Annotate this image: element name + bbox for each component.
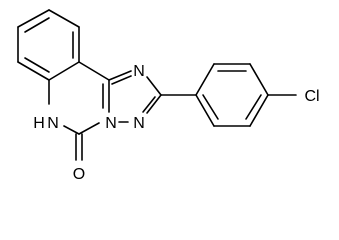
bond (195, 94, 215, 127)
atom-label-n: N (133, 63, 145, 80)
double-bond-inner (24, 57, 50, 73)
atom-label-o: O (73, 166, 85, 183)
atom-label-n: N (133, 115, 145, 132)
double-bond-inner (111, 75, 132, 85)
atom-label-n: N (105, 115, 117, 132)
bond (48, 9, 80, 28)
bond (249, 63, 269, 96)
bond (146, 76, 162, 96)
double-bond-inner (142, 96, 156, 113)
bond (78, 61, 110, 81)
chlorophenyl-ring (160, 63, 297, 127)
atom-label-n: N (47, 115, 59, 132)
bond (108, 70, 132, 81)
bond (48, 61, 80, 81)
pyrimidinone-ring (48, 61, 110, 161)
atom-label-cl: Cl (304, 88, 319, 105)
double-bond-inner (202, 94, 219, 120)
bond (63, 125, 80, 135)
bond (146, 94, 162, 114)
bond (78, 122, 100, 135)
structure-drawing: N N N H N O Cl (17, 9, 320, 183)
bond (195, 63, 215, 96)
molecule-canvas: N N N H N O Cl (17, 9, 320, 183)
bond (17, 61, 50, 81)
bond (17, 9, 50, 28)
bond (249, 94, 269, 127)
double-bond-inner (24, 17, 50, 33)
benzene-ring (17, 9, 80, 81)
double-bond-inner (245, 94, 262, 120)
triazole-ring (108, 70, 162, 123)
atom-label-h: H (33, 115, 45, 132)
